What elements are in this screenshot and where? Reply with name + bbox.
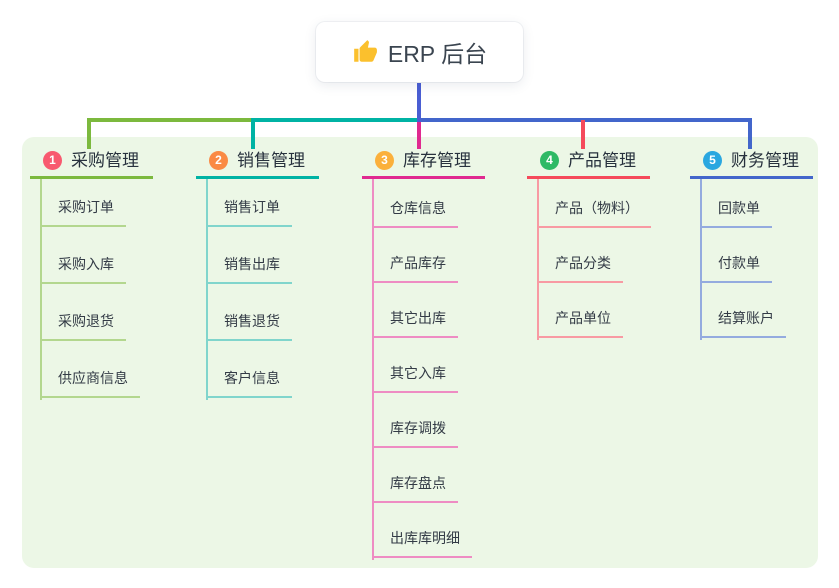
branch-title-procurement[interactable]: 1 采购管理 — [30, 149, 153, 179]
mindmap-node[interactable]: 产品单位 — [537, 309, 623, 338]
mindmap-node[interactable]: 采购退货 — [40, 312, 126, 341]
mindmap-node[interactable]: 产品分类 — [537, 254, 623, 283]
mindmap-node[interactable]: 供应商信息 — [40, 369, 140, 398]
branch-child-connector — [206, 179, 208, 400]
connector-branch-5-drop — [748, 120, 752, 149]
mindmap-node[interactable]: 结算账户 — [700, 309, 786, 338]
mindmap-node[interactable]: 其它出库 — [372, 309, 458, 338]
connector-branch-4-drop — [581, 120, 585, 149]
branch-number-badge: 4 — [540, 151, 559, 170]
mindmap-node[interactable]: 其它入库 — [372, 364, 458, 393]
mindmap-node[interactable]: 销售订单 — [206, 198, 292, 227]
connector-branch-1-drop — [87, 118, 91, 149]
connector-branch-2 — [251, 118, 419, 122]
branch-child-connector — [537, 179, 539, 340]
thumbs-up-icon — [354, 40, 377, 62]
branch-title-sales[interactable]: 2 销售管理 — [196, 149, 319, 179]
root-label: ERP 后台 — [387, 41, 488, 67]
connector-branch-2-drop — [251, 118, 255, 149]
branch-title-product[interactable]: 4 产品管理 — [527, 149, 650, 179]
branch-sales: 2 销售管理 销售订单 销售出库 销售退货 客户信息 — [196, 149, 319, 400]
branch-title-label: 财务管理 — [731, 151, 799, 170]
branch-title-inventory[interactable]: 3 库存管理 — [362, 149, 485, 179]
branch-title-label: 销售管理 — [237, 151, 305, 170]
connector-branch-3-drop — [417, 122, 421, 149]
branch-child-connector — [40, 179, 42, 400]
branch-title-label: 产品管理 — [568, 151, 636, 170]
branch-child-connector — [372, 179, 374, 560]
branch-number-badge: 3 — [375, 151, 394, 170]
branch-inventory: 3 库存管理 仓库信息 产品库存 其它出库 其它入库 库存调拨 库存盘点 出库库… — [362, 149, 485, 560]
mindmap-node[interactable]: 库存调拨 — [372, 419, 458, 448]
branch-number-badge: 1 — [43, 151, 62, 170]
mindmap-node[interactable]: 出库库明细 — [372, 529, 472, 558]
mindmap-node[interactable]: 产品库存 — [372, 254, 458, 283]
mindmap-node[interactable]: 仓库信息 — [372, 199, 458, 228]
branch-product: 4 产品管理 产品（物料） 产品分类 产品单位 — [527, 149, 651, 340]
mindmap-node[interactable]: 销售出库 — [206, 255, 292, 284]
background-panel — [22, 137, 818, 568]
branch-number-badge: 2 — [209, 151, 228, 170]
root-node[interactable]: ERP 后台 — [316, 22, 523, 82]
branch-procurement: 1 采购管理 采购订单 采购入库 采购退货 供应商信息 — [30, 149, 153, 400]
connector-root-line — [417, 82, 421, 122]
branch-title-label: 采购管理 — [71, 151, 139, 170]
branch-title-finance[interactable]: 5 财务管理 — [690, 149, 813, 179]
mindmap-node[interactable]: 回款单 — [700, 199, 772, 228]
branch-child-connector — [700, 179, 702, 340]
branch-finance: 5 财务管理 回款单 付款单 结算账户 — [690, 149, 813, 340]
mindmap-node[interactable]: 产品（物料） — [537, 199, 651, 228]
branch-title-label: 库存管理 — [403, 151, 471, 170]
mindmap-node[interactable]: 库存盘点 — [372, 474, 458, 503]
connector-branch-1 — [87, 118, 255, 122]
mindmap-node[interactable]: 付款单 — [700, 254, 772, 283]
branch-number-badge: 5 — [703, 151, 722, 170]
mindmap-node[interactable]: 客户信息 — [206, 369, 292, 398]
mindmap-node[interactable]: 采购入库 — [40, 255, 126, 284]
mindmap-node[interactable]: 销售退货 — [206, 312, 292, 341]
mindmap-node[interactable]: 采购订单 — [40, 198, 126, 227]
